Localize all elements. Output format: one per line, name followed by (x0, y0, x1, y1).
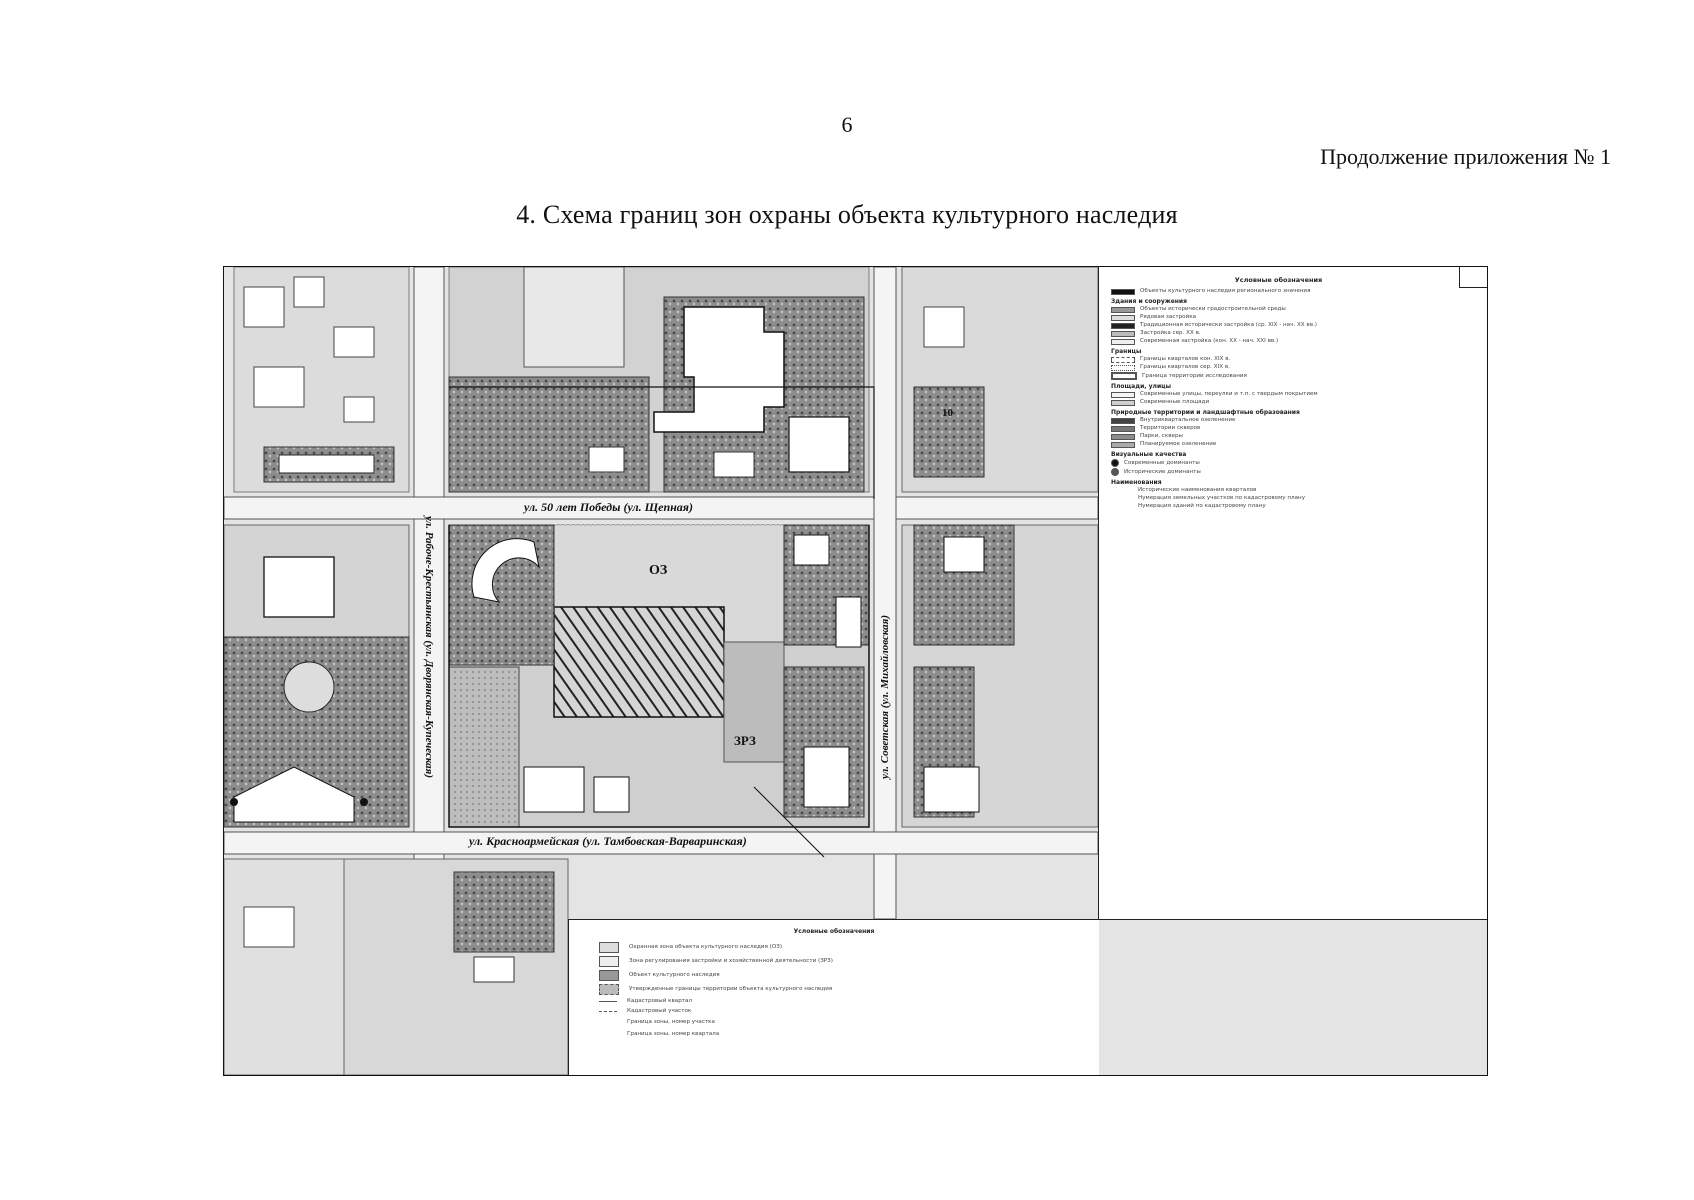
legend-right: Условные обозначения Объекты культурного… (1098, 267, 1487, 920)
legend-swatch (599, 1018, 617, 1027)
legend-item: Зона регулирования застройки и хозяйстве… (599, 956, 1089, 967)
legend-section: Визуальные качества (1111, 451, 1187, 458)
legend-swatch (599, 1011, 617, 1012)
legend-swatch (1111, 504, 1133, 509)
legend-section: Площади, улицы (1111, 383, 1172, 390)
legend-item: Границы кварталов кон. XIX в. (1111, 356, 1480, 363)
legend-swatch (599, 956, 619, 967)
appendix-note: Продолжение приложения № 1 (1320, 144, 1611, 169)
legend-swatch (1111, 338, 1135, 345)
legend-item: Нумерация зданий по кадастровому плану (1111, 503, 1480, 510)
legend-item: Застройка сер. XX в. (1111, 330, 1480, 337)
legend-corner-box (1459, 267, 1487, 288)
hatched-building (553, 606, 725, 718)
zone-map: ул. 50 лет Победы (ул. Щепная) ул. Рабоч… (223, 266, 1488, 1076)
legend-section: Природные территории и ландшафтные образ… (1111, 409, 1300, 416)
legend-item: Планируемое озеленение (1111, 441, 1480, 448)
legend-item: Кадастровый участок (599, 1008, 1089, 1015)
street-label-top: ул. 50 лет Победы (ул. Щепная) (524, 500, 693, 514)
legend-item: Объекты культурного наследия регионально… (1111, 288, 1480, 295)
legend-item: Утвержденные границы территории объекта … (599, 984, 1089, 995)
zone-label-oz: ОЗ (649, 563, 668, 578)
legend-swatch (1111, 391, 1135, 398)
legend-item: Исторические наименования кварталов (1111, 487, 1480, 494)
legend-swatch (1111, 364, 1135, 371)
street-label-left: ул. Рабоче-Крестьянская (ул. Дворянская-… (423, 515, 435, 779)
legend-item: Охранная зона объекта культурного наслед… (599, 942, 1089, 953)
page-number: 6 (841, 112, 853, 137)
road-right (873, 267, 897, 920)
legend-swatch (1111, 425, 1135, 432)
legend-swatch (1111, 288, 1135, 295)
street-label-right: ул. Советская (ул. Михайловская) (879, 614, 891, 780)
legend-right-list: Объекты культурного наследия регионально… (1099, 284, 1487, 510)
legend-bottom-heading: Условные обозначения (793, 928, 875, 935)
legend-item: Объекты исторически градостроительной ср… (1111, 306, 1480, 313)
legend-item: Исторические доминанты (1111, 468, 1480, 476)
legend-swatch (1111, 417, 1135, 424)
legend-item: Кадастровый квартал (599, 998, 1089, 1005)
legend-section: Границы (1111, 348, 1142, 355)
legend-swatch (599, 1030, 617, 1039)
legend-item: Границы кварталов сер. XIX в. (1111, 364, 1480, 371)
legend-item: Рядовая застройка (1111, 314, 1480, 321)
legend-swatch (1111, 356, 1135, 363)
legend-item: Граница территории исследования (1111, 372, 1480, 380)
legend-swatch (599, 984, 619, 995)
document-title: 4. Схема границ зон охраны объекта культ… (516, 200, 1178, 229)
legend-item: Граница зоны, номер квартала (599, 1030, 1089, 1039)
legend-swatch (599, 942, 619, 953)
legend-swatch (1111, 441, 1135, 448)
legend-bottom: Условные обозначения Охранная зона объек… (568, 919, 1099, 1075)
legend-swatch (1111, 322, 1135, 329)
legend-item: Внутриквартальное озеленение (1111, 417, 1480, 424)
legend-swatch (1111, 459, 1119, 467)
legend-swatch (1111, 306, 1135, 313)
legend-item: Современные доминанты (1111, 459, 1480, 467)
legend-swatch (1111, 330, 1135, 337)
legend-swatch (1111, 399, 1135, 406)
legend-swatch (599, 1001, 617, 1002)
legend-swatch (1111, 468, 1119, 476)
legend-item: Граница зоны, номер участка (599, 1018, 1089, 1027)
legend-swatch (599, 970, 619, 981)
legend-swatch (1111, 433, 1135, 440)
street-label-bottom: ул. Красноармейская (ул. Тамбовская-Варв… (469, 834, 747, 848)
legend-item: Современные улицы, переулки и т.п. с тве… (1111, 391, 1480, 398)
legend-bottom-list: Охранная зона объекта культурного наслед… (569, 935, 1099, 1039)
legend-item: Современная застройка (кон. XX - нач. XX… (1111, 338, 1480, 345)
legend-item: Современные площади (1111, 399, 1480, 406)
legend-item: Нумерация земельных участков по кадастро… (1111, 495, 1480, 502)
zone-label-zrz: ЗРЗ (734, 733, 756, 748)
legend-section: Здания и сооружения (1111, 298, 1187, 305)
legend-item: Парки, скверы (1111, 433, 1480, 440)
legend-item: Объект культурного наследия (599, 970, 1089, 981)
legend-swatch (1111, 496, 1133, 501)
legend-right-heading: Условные обозначения (1234, 276, 1323, 284)
legend-swatch (1111, 488, 1133, 493)
legend-swatch (1111, 314, 1135, 321)
block-number-10: 10 (942, 407, 953, 419)
legend-item: Традиционная исторически застройка (ср. … (1111, 322, 1480, 329)
legend-section: Наименования (1111, 479, 1162, 486)
legend-item: Территории скверов (1111, 425, 1480, 432)
legend-swatch (1111, 372, 1137, 380)
